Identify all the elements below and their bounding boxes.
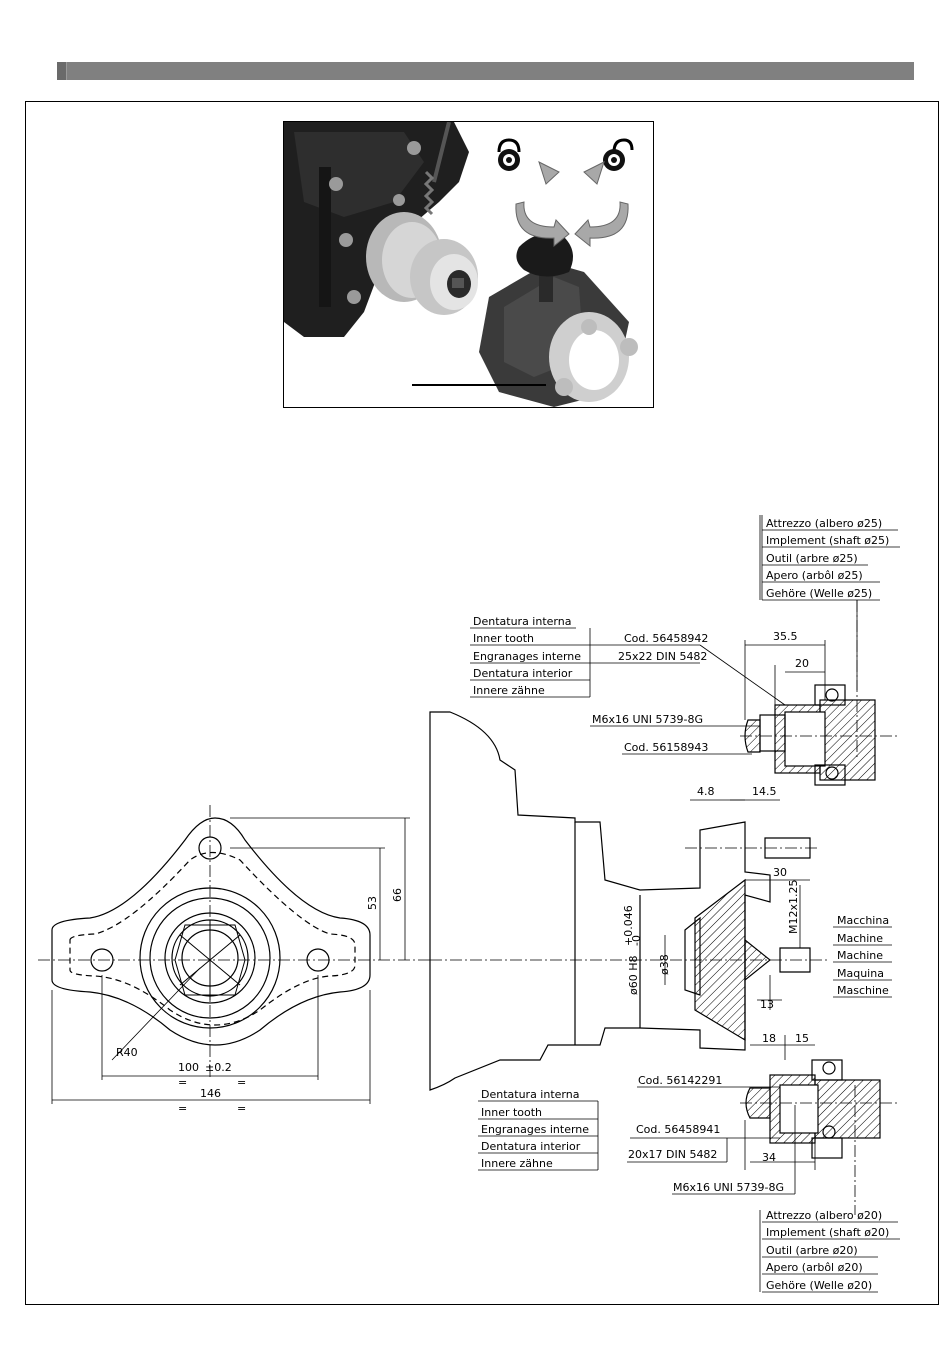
inner-top-3: Dentatura interior [473,667,573,680]
label-bottom-0: Attrezzo (albero ø20) [766,1209,882,1222]
inner-bottom-0: Dentatura interna [481,1088,579,1101]
dim-35-5: 35.5 [773,630,798,643]
screw-top: M6x16 UNI 5739-8G [592,713,703,726]
label-bottom-2: Outil (arbre ø20) [766,1244,858,1257]
r40-label: R40 [116,1046,138,1059]
label-top-4: Gehöre (Welle ø25) [766,587,872,600]
inner-bottom-2: Engranages interne [481,1123,589,1136]
eq-2: = [237,1076,246,1089]
dim-66: 66 [391,888,404,902]
inner-bottom-4: Innere zähne [481,1157,553,1170]
gearbox-photo [283,121,654,408]
screw-bottom: M6x16 UNI 5739-8G [673,1181,784,1194]
lock-open-icon [603,138,634,171]
dim-34: 34 [762,1151,776,1164]
dim-20: 20 [795,657,809,670]
label-bottom-4: Gehöre (Welle ø20) [766,1279,872,1292]
eq-4: = [237,1102,246,1115]
dim-14-5: 14.5 [752,785,777,798]
label-bottom-3: Apero (arbôl ø20) [766,1261,863,1274]
dim-146: 146 [200,1087,221,1100]
inner-top-2: Engranages interne [473,650,581,663]
spline-top: 25x22 DIN 5482 [618,650,707,663]
label-top-1: Implement (shaft ø25) [766,534,889,547]
front-view [51,817,371,1046]
label-top-3: Apero (arbôl ø25) [766,569,863,582]
label-top-2: Outil (arbre ø25) [766,552,858,565]
inner-bottom-3: Dentatura interior [481,1140,581,1153]
bottom-coupling [745,1059,881,1159]
code-top-1: Cod. 56458942 [624,632,708,645]
header-bar [57,62,914,80]
thread-m12: M12x1.25 [787,880,800,935]
bore-60: ø60 H8 [627,956,640,996]
label-bottom-1: Implement (shaft ø20) [766,1226,889,1239]
inner-bottom-1: Inner tooth [481,1106,542,1119]
dim-13: 13 [760,998,774,1011]
dim-30: 30 [773,866,787,879]
lock-closed-icon [497,138,521,171]
page-frame [25,101,939,1305]
header-tab [57,62,67,80]
code-bottom-1: Cod. 56142291 [638,1074,722,1087]
dim-18: 18 [762,1032,776,1045]
top-coupling [744,684,876,786]
section-view [429,711,811,1091]
machine-1: Machine [837,932,883,945]
dim-53: 53 [366,896,379,910]
tol-lower: -0 [630,935,643,946]
eq-1: = [178,1076,187,1089]
machine-3: Maquina [837,967,884,980]
tol-100: ±0.2 [205,1061,232,1074]
inner-top-1: Inner tooth [473,632,534,645]
bottom-labels: Cod. 56142291 Dentatura interna Inner to… [481,1074,889,1292]
inner-top-0: Dentatura interna [473,615,571,628]
code-bottom-2: Cod. 56458941 [636,1123,720,1136]
dim-100: 100 [178,1061,199,1074]
machine-4: Maschine [837,984,889,997]
dim-15: 15 [795,1032,809,1045]
spline-bottom: 20x17 DIN 5482 [628,1148,717,1161]
top-labels: Attrezzo (albero ø25) Implement (shaft ø… [473,517,889,798]
front-view-labels: 53 66 R40 100 ±0.2 = = 146 = = [116,888,404,1115]
code-top-2: Cod. 56158943 [624,741,708,754]
section-labels: 30 M12x1.25 ø60 H8 +0.046 -0 ø38 13 Macc… [622,866,889,1045]
machine-0: Macchina [837,914,889,927]
rotate-arrow-icon [515,161,629,248]
tol-upper: +0.046 [622,905,635,946]
inner-top-4: Innere zähne [473,684,545,697]
dim-4-8: 4.8 [697,785,715,798]
machine-2: Machine [837,949,883,962]
label-top-0: Attrezzo (albero ø25) [766,517,882,530]
eq-3: = [178,1102,187,1115]
dim-38: ø38 [658,954,671,975]
